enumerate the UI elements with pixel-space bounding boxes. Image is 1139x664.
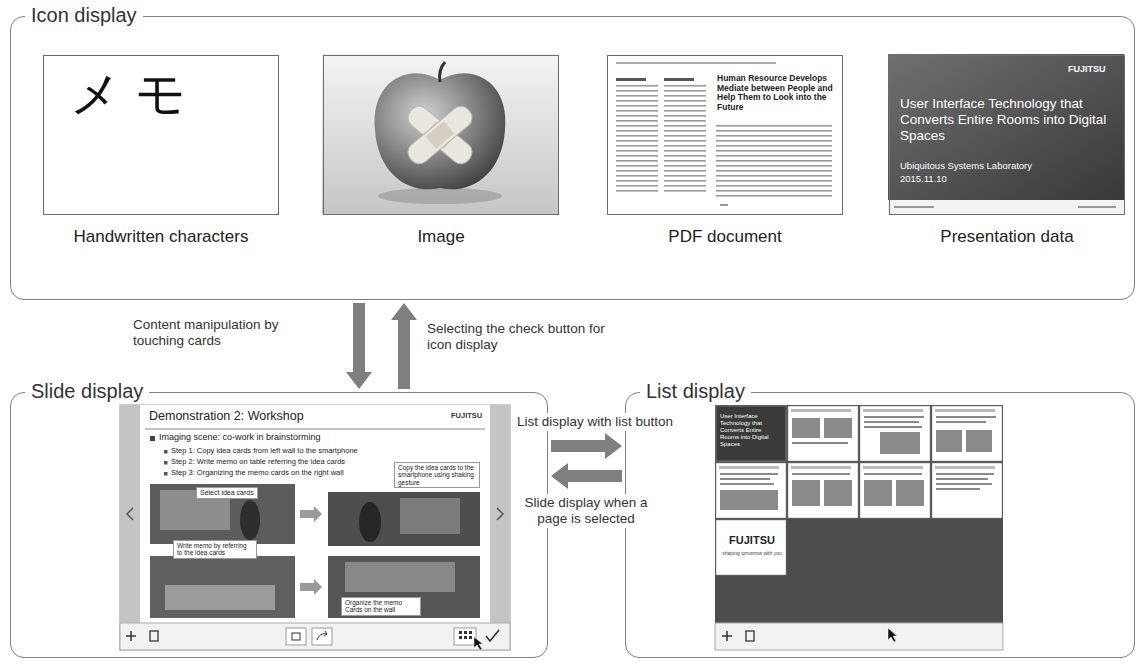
apple-photo: [322, 54, 558, 214]
photo-callout: Copy the idea cards to the smartphone us…: [394, 462, 480, 488]
photo-callout: Write memo by referring to the idea card…: [173, 540, 257, 559]
bullet-text: Imaging scene: co-work in brainstorming: [159, 432, 321, 443]
thumbnail-card: Human Resource Develops Mediate between …: [607, 55, 843, 255]
thumbnail-frame: メモ: [43, 55, 279, 215]
arrow-label: List display with list button: [514, 413, 676, 431]
block-arrow: [551, 463, 622, 489]
thumbnail-caption: Presentation data: [889, 227, 1125, 247]
thumbnail-card: FUJITSU User Interface Technology that Co…: [889, 55, 1125, 255]
panel-title: Slide display: [25, 378, 149, 404]
tile-title: User Interface Technology that Converts …: [720, 413, 782, 447]
thumbnail-caption: Handwritten characters: [43, 227, 279, 247]
arrow-label: Selecting the check button for icon disp…: [424, 320, 614, 354]
thumbnail-card: メモ Handwritten characters: [43, 55, 279, 255]
arrow-label: Content manipulation by touching cards: [130, 316, 308, 350]
handwritten-memo: メモ: [70, 64, 200, 124]
bullet-text: Step 3: Organizing the memo cards on the…: [171, 468, 344, 477]
thumbnail-caption: PDF document: [607, 227, 843, 247]
logo-text: FUJITSU: [451, 411, 482, 420]
slide-date: 2015.11.10: [900, 173, 947, 184]
pdf-title: Human Resource Develops Mediate between …: [717, 74, 835, 112]
photo-callout: Organize the memo Cards on the wall: [341, 597, 421, 616]
logo-tagline: shaping tomorrow with you: [714, 550, 790, 556]
thumbnail-frame: FUJITSU User Interface Technology that Co…: [889, 55, 1125, 215]
slide-heading: Demonstration 2: Workshop: [149, 409, 304, 424]
thumbnail-frame: [323, 55, 559, 215]
panel-title: Icon display: [25, 2, 143, 28]
photo-callout: Select idea cards: [196, 487, 258, 499]
bullet-text: Step 2: Write memo on table referring th…: [171, 457, 345, 466]
thumbnail-card: Image: [323, 55, 559, 255]
logo-text: FUJITSU: [717, 534, 787, 547]
pdf-page: [606, 54, 842, 214]
logo-text: FUJITSU: [1068, 64, 1106, 75]
list-screenshot: [715, 405, 1003, 650]
display-panel: List displayUser Interface Technology th…: [625, 392, 1135, 658]
presentation-slide: [888, 54, 1124, 214]
display-panel: Slide displayDemonstration 2: WorkshopFU…: [10, 392, 548, 658]
thumbnail-frame: Human Resource Develops Mediate between …: [607, 55, 843, 215]
slide-subtitle: Ubiquitous Systems Laboratory: [900, 160, 1032, 171]
thumbnail-caption: Image: [323, 227, 559, 247]
block-arrow: [391, 303, 417, 389]
slide-screenshot: [120, 405, 510, 650]
panel-title: List display: [640, 378, 751, 404]
bullet-text: Step 1: Copy idea cards from left wall t…: [171, 446, 358, 455]
block-arrow: [346, 303, 372, 389]
block-arrow: [551, 433, 622, 459]
slide-title: User Interface Technology that Converts …: [900, 96, 1120, 144]
arrow-label: Slide display when a page is selected: [516, 494, 656, 528]
display-panel: Icon displayメモHandwritten charactersImag…: [10, 16, 1135, 300]
